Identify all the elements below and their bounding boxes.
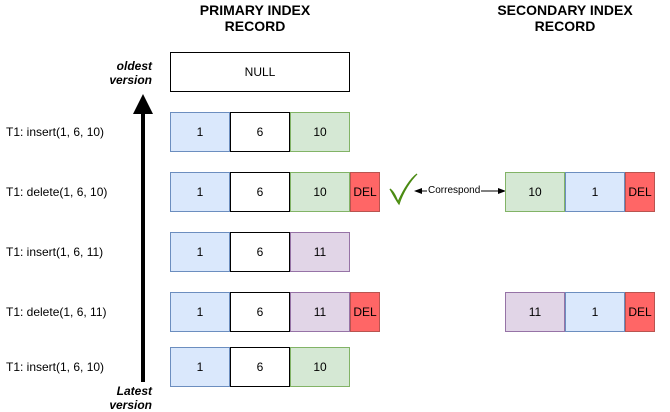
- operation-label: T1: insert(1, 6, 10): [6, 360, 105, 374]
- latest-version-label: Latest version: [92, 384, 152, 412]
- column-c-cell: 11: [290, 232, 350, 272]
- primary-key-cell: 1: [170, 232, 230, 272]
- delete-marker-cell: DEL: [350, 292, 380, 332]
- secondary-key-cell: 10: [505, 172, 565, 212]
- operation-label: T1: insert(1, 6, 10): [6, 125, 105, 139]
- secondary-key-cell: 11: [505, 292, 565, 332]
- primary-key-cell: 1: [170, 112, 230, 152]
- operation-label: T1: delete(1, 6, 10): [6, 185, 108, 199]
- column-b-cell: 6: [230, 172, 290, 212]
- column-c-cell: 10: [290, 112, 350, 152]
- primary-key-cell: 1: [170, 172, 230, 212]
- oldest-line-1: oldest: [116, 59, 152, 73]
- primary-key-cell: 1: [170, 292, 230, 332]
- column-c-cell: 10: [290, 347, 350, 387]
- primary-header-line-2: RECORD: [224, 18, 286, 34]
- correspond-label: Correspond: [427, 185, 482, 197]
- secondary-pk-cell: 1: [565, 292, 625, 332]
- operation-label: T1: insert(1, 6, 11): [6, 245, 104, 259]
- operation-label: T1: delete(1, 6, 11): [6, 305, 107, 319]
- column-b-cell: 6: [230, 292, 290, 332]
- column-b-cell: 6: [230, 112, 290, 152]
- secondary-header-line-1: SECONDARY INDEX: [497, 2, 633, 18]
- primary-key-cell: 1: [170, 347, 230, 387]
- secondary-delete-marker-cell: DEL: [625, 292, 655, 332]
- column-c-cell: 11: [290, 292, 350, 332]
- column-b-cell: 6: [230, 232, 290, 272]
- check-icon: [389, 173, 418, 206]
- secondary-index-header: SECONDARY INDEX RECORD: [485, 2, 645, 34]
- arrow-up-icon: [133, 94, 153, 382]
- oldest-version-label: oldest version: [92, 59, 152, 87]
- latest-line-2: version: [109, 398, 152, 412]
- latest-line-1: Latest: [116, 384, 152, 398]
- primary-header-line-1: PRIMARY INDEX: [199, 2, 311, 18]
- oldest-line-2: version: [109, 73, 152, 87]
- column-b-cell: 6: [230, 347, 290, 387]
- primary-index-header: PRIMARY INDEX RECORD: [175, 2, 335, 34]
- null-record: NULL: [170, 52, 350, 92]
- column-c-cell: 10: [290, 172, 350, 212]
- secondary-pk-cell: 1: [565, 172, 625, 212]
- delete-marker-cell: DEL: [350, 172, 380, 212]
- secondary-header-line-2: RECORD: [534, 18, 596, 34]
- secondary-delete-marker-cell: DEL: [625, 172, 655, 212]
